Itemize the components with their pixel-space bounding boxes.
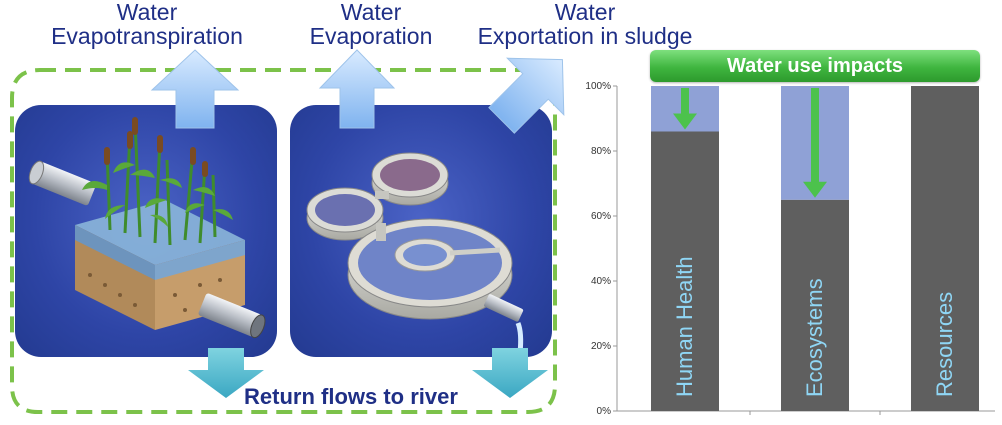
- treatment-plant-icon: [306, 152, 524, 354]
- bar-remaining: [911, 86, 979, 411]
- bar-remaining: [651, 131, 719, 411]
- bar-remaining: [781, 199, 849, 411]
- system-boundary: [10, 68, 557, 414]
- evapotranspiration-arrow-icon: [150, 49, 240, 129]
- constructed-wetland-icon: [28, 117, 266, 339]
- return-flow-arrow-right-icon: [472, 348, 548, 398]
- y-tick-label: 60%: [591, 211, 611, 222]
- return-flows-label: Return flows to river: [244, 384, 458, 409]
- reduction-arrow-shaft: [681, 88, 689, 116]
- reduction-arrow-shaft: [811, 88, 819, 184]
- reduction-arrow-head: [803, 181, 827, 198]
- exportation-label: Water Exportation in sludge: [477, 0, 693, 49]
- exportation-arrow-icon: [488, 57, 565, 134]
- y-tick-label: 40%: [591, 276, 611, 287]
- evaporation-label: Water Evaporation: [309, 0, 433, 49]
- category-label: Resources: [932, 292, 957, 397]
- chart-title: Water use impacts: [650, 50, 980, 82]
- impact-bar-chart: 0% 20% 40% 60% 80% 100% Human Health Ecosystems…: [585, 81, 995, 417]
- process-diagram: [10, 68, 557, 414]
- y-tick-label: 20%: [591, 341, 611, 352]
- y-tick-label: 0%: [597, 406, 612, 417]
- category-label: Human Health: [672, 256, 697, 397]
- y-tick-label: 80%: [591, 146, 611, 157]
- category-label: Ecosystems: [802, 278, 827, 397]
- evapotranspiration-label: Water Evapotranspiration: [51, 0, 243, 49]
- reduction-arrow-head: [673, 113, 697, 130]
- return-flow-arrow-left-icon: [188, 348, 264, 398]
- y-tick-label: 100%: [585, 81, 611, 92]
- evaporation-arrow-icon: [318, 49, 396, 129]
